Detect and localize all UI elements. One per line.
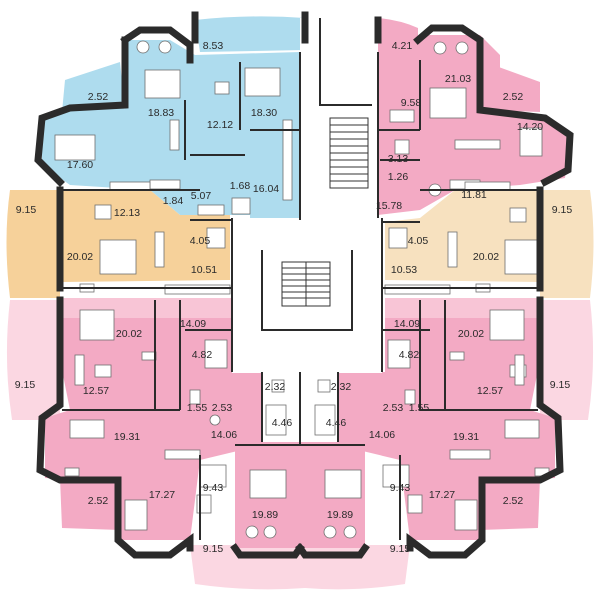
area-label: 14.06: [211, 429, 237, 441]
area-label: 19.89: [252, 509, 278, 521]
area-label: 14.09: [180, 318, 206, 330]
area-label: 1.55: [409, 402, 430, 414]
outer-balconies: [6, 16, 594, 590]
area-label: 4.46: [326, 417, 347, 429]
area-label: 20.02: [67, 251, 93, 263]
apartment-pink-top: [378, 35, 570, 215]
area-label: 4.46: [272, 417, 293, 429]
balcony-left-mid: [6, 190, 60, 298]
area-label: 16.04: [253, 183, 279, 195]
area-label: 9.15: [550, 379, 571, 391]
area-label: 20.02: [473, 251, 499, 263]
area-label: 3.13: [388, 153, 409, 165]
area-label: 21.03: [445, 73, 471, 85]
area-label: 1.26: [388, 171, 409, 183]
furniture: [54, 40, 550, 539]
area-label: 11.81: [461, 189, 487, 201]
area-label: 18.83: [148, 107, 174, 119]
area-label: 9.43: [390, 482, 411, 494]
area-label: 5.07: [191, 190, 212, 202]
area-label: 1.55: [187, 402, 208, 414]
balcony-right-mid: [540, 190, 594, 298]
area-label: 14.06: [369, 429, 395, 441]
area-label: 10.53: [391, 264, 417, 276]
area-label: 20.02: [458, 328, 484, 340]
area-label: 10.51: [191, 264, 217, 276]
area-label: 4.05: [190, 235, 211, 247]
area-label: 4.82: [399, 349, 420, 361]
area-label: 2.52: [503, 495, 524, 507]
area-label: 12.12: [207, 119, 233, 131]
apartment-beige: [385, 190, 540, 282]
balcony-bottom-right-small: [480, 478, 540, 530]
area-label: 8.53: [203, 40, 224, 52]
area-label: 18.30: [251, 107, 277, 119]
area-label: 2.52: [88, 495, 109, 507]
area-label: 1.68: [230, 180, 251, 192]
area-label: 1.84: [163, 195, 184, 207]
balcony-bottom-left-small: [60, 478, 120, 530]
area-labels: 8.53 2.52 18.83 12.12 18.30 17.60 5.07 1…: [15, 40, 573, 555]
area-label: 9.15: [203, 543, 224, 555]
area-label: 2.52: [88, 91, 109, 103]
area-label: 17.27: [149, 489, 175, 501]
area-label: 9.58: [401, 97, 422, 109]
balcony-left-low: [6, 300, 60, 420]
area-label: 2.32: [331, 381, 352, 393]
walls: [34, 11, 574, 559]
area-label: 15.78: [376, 200, 402, 212]
area-label: 14.09: [394, 318, 420, 330]
balcony-top-left-small: [62, 62, 125, 112]
area-label: 14.20: [517, 121, 543, 133]
area-label: 17.60: [67, 159, 93, 171]
balcony-top-left: [195, 16, 305, 52]
area-label: 2.53: [212, 402, 233, 414]
area-label: 9.15: [552, 204, 573, 216]
area-label: 4.05: [408, 235, 429, 247]
area-label: 19.31: [453, 431, 479, 443]
area-label: 9.15: [390, 543, 411, 555]
stair-center: [281, 261, 331, 307]
area-label: 4.82: [192, 349, 213, 361]
area-label: 2.32: [265, 381, 286, 393]
area-label: 19.31: [114, 431, 140, 443]
area-label: 12.13: [114, 207, 140, 219]
area-label: 2.53: [383, 402, 404, 414]
area-label: 19.89: [327, 509, 353, 521]
area-label: 9.15: [15, 379, 36, 391]
area-label: 2.52: [503, 91, 524, 103]
area-label: 20.02: [116, 328, 142, 340]
area-label: 4.21: [392, 40, 413, 52]
area-label: 17.27: [429, 489, 455, 501]
stair-top: [329, 117, 369, 189]
area-label: 9.15: [16, 204, 37, 216]
area-label: 9.43: [203, 482, 224, 494]
balcony-right-low: [540, 300, 594, 420]
area-label: 12.57: [477, 385, 503, 397]
area-label: 12.57: [83, 385, 109, 397]
